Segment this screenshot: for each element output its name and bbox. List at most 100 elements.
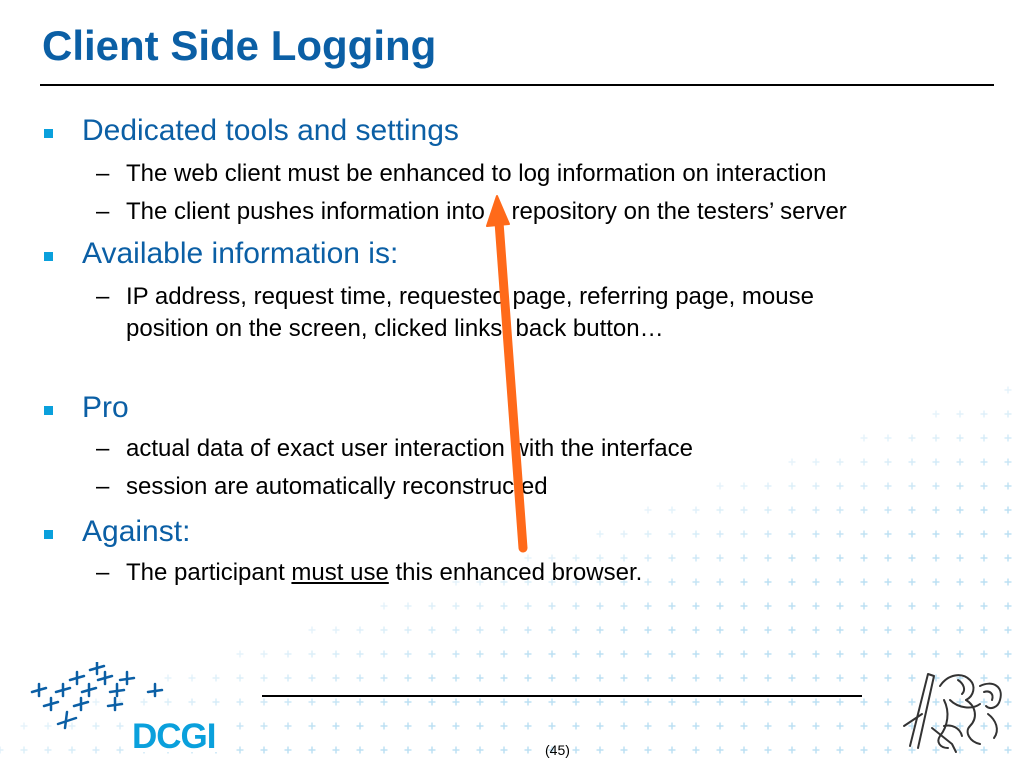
plus-pattern-mark: [692, 602, 700, 610]
plus-pattern-mark: [716, 674, 724, 682]
plus-pattern-mark: [836, 554, 844, 562]
plus-pattern-mark: [476, 698, 484, 706]
plus-pattern-mark: [860, 746, 868, 754]
plus-pattern-mark: [644, 506, 652, 514]
plus-pattern-mark: [332, 722, 340, 730]
plus-pattern-mark: [236, 650, 244, 658]
plus-pattern-mark: [476, 746, 484, 754]
plus-pattern-mark: [764, 674, 772, 682]
plus-pattern-mark: [668, 698, 676, 706]
plus-pattern-mark: [980, 482, 988, 490]
plus-pattern-mark: [260, 722, 268, 730]
plus-pattern-mark: [908, 650, 916, 658]
plus-pattern-mark: [740, 578, 748, 586]
plus-pattern-mark: [980, 458, 988, 466]
plus-pattern-mark: [452, 746, 460, 754]
plus-pattern-mark: [716, 722, 724, 730]
plus-pattern-mark: [452, 698, 460, 706]
plus-pattern-mark: [500, 602, 508, 610]
plus-pattern-mark: [596, 626, 604, 634]
plus-pattern-mark: [740, 506, 748, 514]
plus-pattern-mark: [884, 698, 892, 706]
plus-pattern-mark: [692, 650, 700, 658]
plus-pattern-mark: [404, 674, 412, 682]
plus-pattern-mark: [380, 722, 388, 730]
plus-pattern-mark: [620, 650, 628, 658]
plus-pattern-mark: [836, 746, 844, 754]
plus-pattern-mark: [308, 698, 316, 706]
plus-pattern-mark: [260, 674, 268, 682]
sub-bullet-dash: –: [96, 283, 110, 310]
plus-pattern-mark: [884, 746, 892, 754]
plus-pattern-mark: [524, 698, 532, 706]
plus-pattern-mark: [644, 530, 652, 538]
plus-pattern-mark: [764, 626, 772, 634]
plus-pattern-mark: [836, 530, 844, 538]
plus-pattern-mark: [500, 578, 508, 586]
plus-pattern-mark: [572, 650, 580, 658]
plus-pattern-mark: [812, 578, 820, 586]
plus-pattern-mark: [836, 578, 844, 586]
plus-pattern-mark: [980, 506, 988, 514]
plus-pattern-mark: [812, 602, 820, 610]
sub-bullet-client-pushes: The client pushes information into a rep…: [126, 198, 847, 225]
plus-pattern-mark: [860, 554, 868, 562]
plus-pattern-mark: [260, 650, 268, 658]
plus-pattern-mark: [980, 650, 988, 658]
plus-pattern-mark: [620, 746, 628, 754]
plus-pattern-mark: [236, 674, 244, 682]
plus-pattern-mark: [980, 578, 988, 586]
plus-pattern-mark: [932, 698, 940, 706]
plus-pattern-mark: [1004, 578, 1012, 586]
plus-pattern-mark: [980, 746, 988, 754]
plus-pattern-mark: [932, 482, 940, 490]
plus-pattern-mark: [836, 482, 844, 490]
plus-pattern-mark: [1004, 698, 1012, 706]
plus-pattern-mark: [692, 698, 700, 706]
plus-pattern-mark: [332, 698, 340, 706]
plus-pattern-mark: [1004, 506, 1012, 514]
plus-pattern-mark: [788, 482, 796, 490]
plus-pattern-mark: [524, 602, 532, 610]
plus-pattern-mark: [908, 602, 916, 610]
plus-pattern-mark: [980, 698, 988, 706]
plus-pattern-mark: [596, 578, 604, 586]
plus-pattern-mark: [356, 626, 364, 634]
plus-pattern-mark: [812, 698, 820, 706]
plus-pattern-mark: [20, 746, 28, 754]
plus-pattern-mark: [44, 746, 52, 754]
plus-pattern-mark: [884, 722, 892, 730]
plus-pattern-mark: [692, 554, 700, 562]
plus-pattern-mark: [548, 674, 556, 682]
plus-pattern-mark: [740, 554, 748, 562]
plus-pattern-mark: [548, 626, 556, 634]
plus-pattern-mark: [956, 434, 964, 442]
plus-pattern-mark: [596, 530, 604, 538]
plus-pattern-mark: [932, 434, 940, 442]
plus-pattern-mark: [524, 674, 532, 682]
plus-pattern-mark: [884, 578, 892, 586]
plus-pattern-mark: [932, 458, 940, 466]
plus-pattern-mark: [308, 722, 316, 730]
plus-pattern-mark: [476, 674, 484, 682]
plus-pattern-mark: [764, 530, 772, 538]
plus-pattern-mark: [788, 722, 796, 730]
plus-pattern-mark: [908, 746, 916, 754]
plus-pattern-mark: [332, 626, 340, 634]
plus-pattern-mark: [788, 506, 796, 514]
plus-pattern-mark: [20, 722, 28, 730]
plus-pattern-mark: [980, 434, 988, 442]
plus-pattern-mark: [908, 530, 916, 538]
plus-pattern-mark: [740, 626, 748, 634]
plus-pattern-mark: [188, 698, 196, 706]
plus-pattern-mark: [692, 626, 700, 634]
sub-bullet-dash: –: [96, 435, 110, 462]
plus-pattern-mark: [788, 578, 796, 586]
plus-pattern-mark: [380, 650, 388, 658]
plus-pattern-mark: [620, 626, 628, 634]
plus-pattern-mark: [44, 722, 52, 730]
plus-pattern-mark: [836, 698, 844, 706]
plus-pattern-mark: [908, 554, 916, 562]
plus-pattern-mark: [740, 482, 748, 490]
plus-pattern-mark: [884, 650, 892, 658]
